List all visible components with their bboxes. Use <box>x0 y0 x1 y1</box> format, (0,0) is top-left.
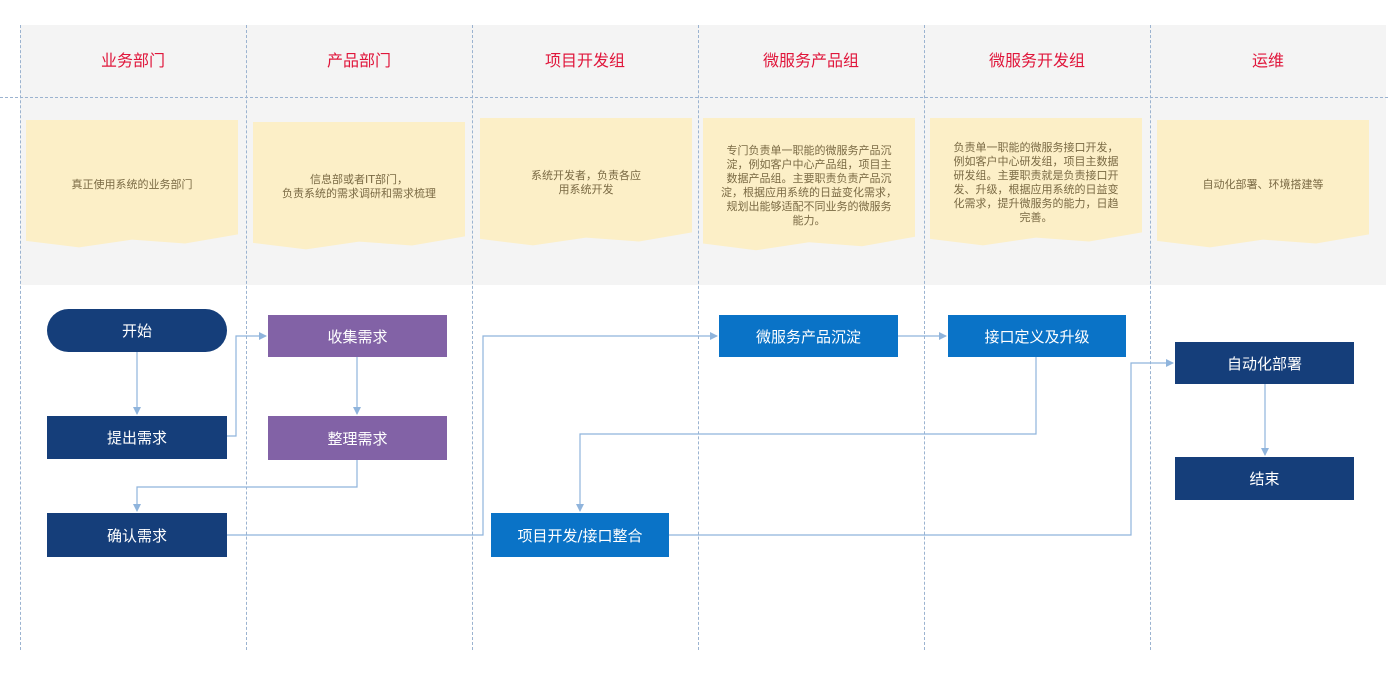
lane-title-project-dev: 项目开发组 <box>544 51 625 70</box>
lane-divider <box>246 25 247 650</box>
node-submit-requirement[interactable]: 提出需求 <box>47 416 227 459</box>
lane-title-business: 业务部门 <box>100 51 165 70</box>
node-confirm-requirement[interactable]: 确认需求 <box>47 513 227 557</box>
node-api-definition-upgrade[interactable]: 接口定义及升级 <box>948 315 1126 357</box>
lane-header-band <box>20 25 1386 97</box>
node-project-dev-integration[interactable]: 项目开发/接口整合 <box>491 513 669 557</box>
node-collect-requirement[interactable]: 收集需求 <box>268 315 447 357</box>
edge-submit-collect <box>227 332 267 437</box>
note-business: 真正使用系统的业务部门 <box>26 120 238 248</box>
lane-divider <box>472 25 473 650</box>
note-ops: 自动化部署、环境搭建等 <box>1157 120 1369 248</box>
edge-confirm-ms-product <box>227 332 718 536</box>
node-auto-deploy[interactable]: 自动化部署 <box>1175 342 1354 384</box>
lane-title-ms-dev: 微服务开发组 <box>988 51 1085 70</box>
edge-dev-deploy <box>669 359 1174 536</box>
lane-divider <box>698 25 699 650</box>
note-product: 信息部或者IT部门， 负责系统的需求调研和需求梳理 <box>253 122 465 250</box>
lane-divider <box>1150 25 1151 650</box>
edge-organize-confirm <box>133 460 358 512</box>
node-organize-requirement[interactable]: 整理需求 <box>268 416 447 460</box>
lane-title-product: 产品部门 <box>326 51 391 70</box>
node-end[interactable]: 结束 <box>1175 457 1354 500</box>
node-start[interactable]: 开始 <box>47 309 227 352</box>
lane-title-ops: 运维 <box>1251 51 1284 70</box>
header-divider <box>0 97 1388 98</box>
note-ms-product: 专门负责单一职能的微服务产品沉 淀，例如客户中心产品组，项目主 数据产品组。主要… <box>703 118 915 251</box>
lane-title-ms-product: 微服务产品组 <box>762 51 859 70</box>
lane-divider <box>20 25 21 650</box>
note-project-dev: 系统开发者，负责各应 用系统开发 <box>480 118 692 246</box>
edge-api-define-dev <box>576 357 1037 512</box>
node-ms-product-consolidation[interactable]: 微服务产品沉淀 <box>719 315 898 357</box>
lane-divider <box>924 25 925 650</box>
note-ms-dev: 负责单一职能的微服务接口开发， 例如客户中心研发组，项目主数据 研发组。主要职责… <box>930 118 1142 246</box>
